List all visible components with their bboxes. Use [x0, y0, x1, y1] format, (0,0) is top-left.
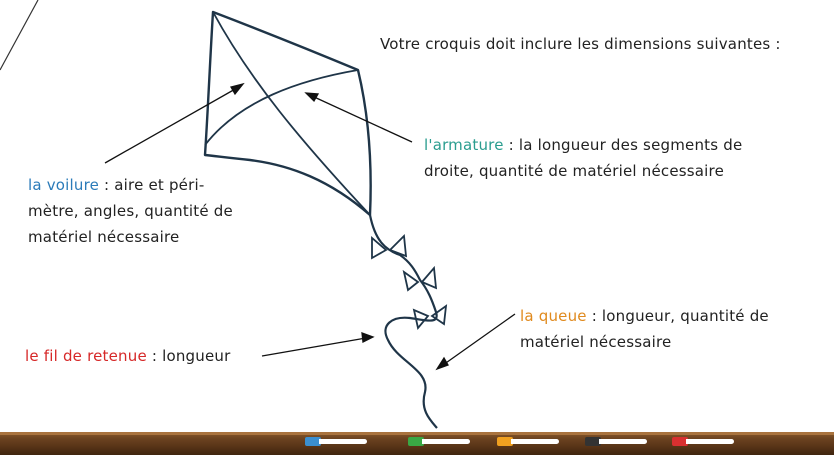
- desc-queue: : longueur, quantité de matériel nécessa…: [520, 307, 769, 351]
- marker-cap: [305, 437, 321, 446]
- label-queue: la queue : longueur, quantité de matérie…: [520, 303, 820, 355]
- corner-line: [0, 0, 39, 71]
- black-marker[interactable]: [585, 437, 647, 446]
- kite-frame-horizontal: [204, 69, 359, 146]
- marker-tray-edge: [0, 432, 834, 435]
- kite-tail: [368, 214, 438, 429]
- marker-body: [599, 439, 647, 444]
- desc-voilure: : aire et péri-mètre, angles, quantité d…: [28, 176, 233, 246]
- marker-cap: [672, 437, 688, 446]
- label-fil: le fil de retenue : longueur: [25, 343, 285, 369]
- term-queue: la queue: [520, 307, 587, 325]
- marker-body: [686, 439, 734, 444]
- label-armature: l'armature : la longueur des segments de…: [424, 132, 784, 184]
- desc-armature: : la longueur des segments de droite, qu…: [424, 136, 743, 180]
- kite-sail: [203, 10, 372, 217]
- term-armature: l'armature: [424, 136, 504, 154]
- green-marker[interactable]: [408, 437, 470, 446]
- marker-cap: [497, 437, 513, 446]
- marker-body: [319, 439, 367, 444]
- red-marker[interactable]: [672, 437, 734, 446]
- marker-cap: [408, 437, 424, 446]
- term-voilure: la voilure: [28, 176, 100, 194]
- blue-marker[interactable]: [305, 437, 367, 446]
- tail-bow: [371, 234, 448, 330]
- instructions-text: Votre croquis doit inclure les dimension…: [380, 35, 781, 53]
- marker-body: [511, 439, 559, 444]
- term-fil: le fil de retenue: [25, 347, 147, 365]
- kite-frame-vertical: [212, 11, 371, 216]
- annotation-arrows: [104, 82, 516, 371]
- desc-fil: : longueur: [146, 347, 231, 365]
- orange-marker[interactable]: [497, 437, 559, 446]
- label-voilure: la voilure : aire et péri-mètre, angles,…: [28, 172, 243, 250]
- marker-body: [422, 439, 470, 444]
- marker-cap: [585, 437, 601, 446]
